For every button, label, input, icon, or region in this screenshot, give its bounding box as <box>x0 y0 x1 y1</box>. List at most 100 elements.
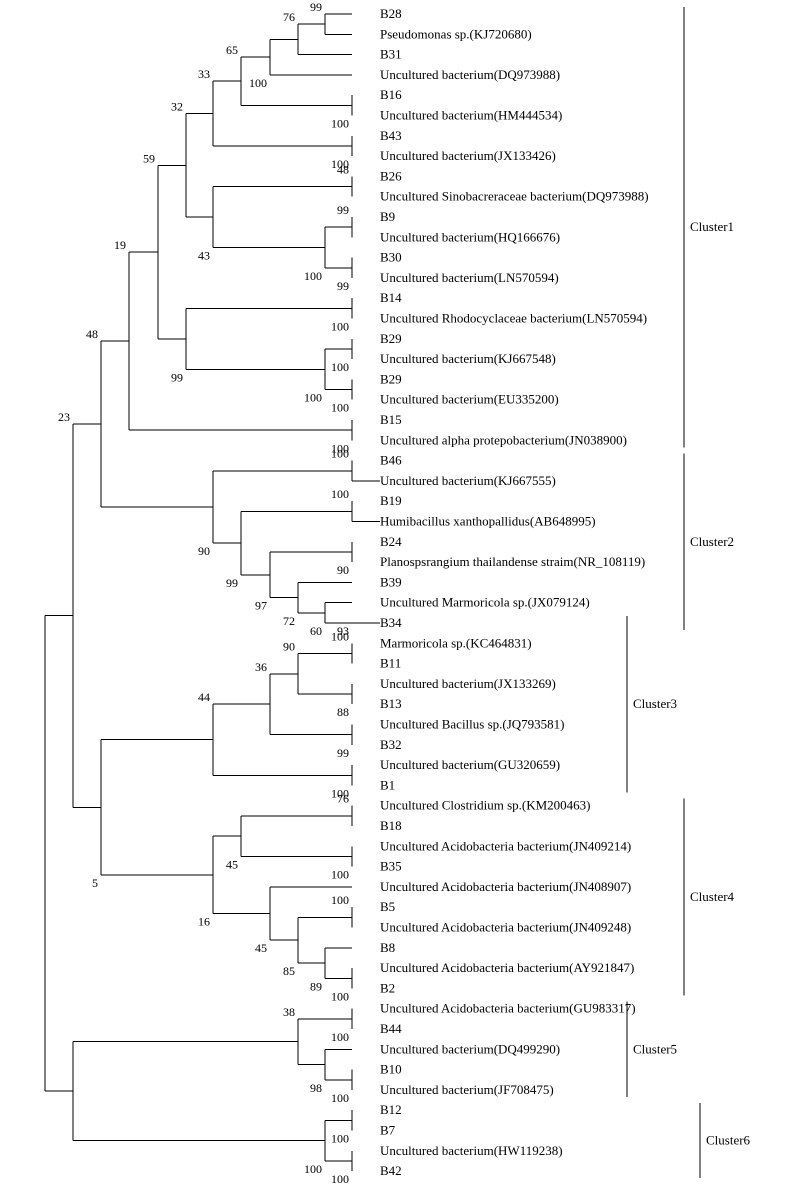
leaf-label: B26 <box>380 168 402 183</box>
bootstrap-value: 76 <box>283 10 295 24</box>
leaf-label: B42 <box>380 1163 402 1178</box>
leaf-label: Uncultured bacterium(KJ667548) <box>380 351 556 366</box>
cluster-label: Cluster3 <box>633 696 677 711</box>
leaf-label: Uncultured bacterium(JX133269) <box>380 676 556 691</box>
leaf-label: B19 <box>380 493 402 508</box>
bootstrap-value: 99 <box>310 0 322 14</box>
bootstrap-value: 100 <box>331 401 349 415</box>
bootstrap-value: 60 <box>310 624 322 638</box>
leaf-label: B1 <box>380 777 395 792</box>
leaf-label: B46 <box>380 453 402 468</box>
leaf-label: Uncultured Marmoricola sp.(JX079124) <box>380 595 590 610</box>
bootstrap-value: 45 <box>226 857 238 871</box>
bootstrap-value: 100 <box>331 1132 349 1146</box>
leaf-label: Uncultured Verrucomicrobiaceae bacterium… <box>380 1183 667 1185</box>
bootstrap-value: 100 <box>331 447 349 461</box>
bootstrap-value: 99 <box>337 203 349 217</box>
leaf-label: Uncultured Acidobacteria bacterium(GU983… <box>380 1001 636 1016</box>
bootstrap-value: 100 <box>331 320 349 334</box>
bootstrap-value: 100 <box>331 360 349 374</box>
leaf-label: Uncultured bacterium(HM444534) <box>380 108 562 123</box>
leaf-label: Marmoricola sp.(KC464831) <box>380 635 532 650</box>
leaf-label: Uncultured bacterium(JX133426) <box>380 148 556 163</box>
bootstrap-value: 23 <box>58 410 70 424</box>
bootstrap-value: 65 <box>226 43 238 57</box>
bootstrap-value: 43 <box>198 248 210 262</box>
leaf-label: Uncultured Acidobacteria bacterium(JN409… <box>380 838 631 853</box>
leaf-label: B12 <box>380 1102 402 1117</box>
leaf-label: B16 <box>380 87 402 102</box>
bootstrap-value: 100 <box>331 487 349 501</box>
leaf-label: B24 <box>380 534 402 549</box>
leaf-label: Uncultured Clostridium sp.(KM200463) <box>380 798 591 813</box>
bootstrap-value: 19 <box>114 238 126 252</box>
cluster-label: Cluster5 <box>633 1041 677 1056</box>
cluster-label: Cluster2 <box>690 534 734 549</box>
bootstrap-value: 100 <box>331 893 349 907</box>
leaf-label: Uncultured bacterium(DQ499290) <box>380 1041 560 1056</box>
bootstrap-value: 76 <box>337 792 349 806</box>
cluster-annotations: Cluster1Cluster2Cluster3Cluster4Cluster5… <box>626 7 751 1179</box>
leaf-label: B8 <box>380 940 395 955</box>
bootstrap-value: 100 <box>331 1091 349 1105</box>
leaf-label: Uncultured Acidobacteria bacterium(JN409… <box>380 920 631 935</box>
leaf-label: Uncultured bacterium(DQ973988) <box>380 67 560 82</box>
bootstrap-value: 89 <box>310 979 322 993</box>
leaf-label: Uncultured bacterium(LN570594) <box>380 270 559 285</box>
leaf-label: Uncultured bacterium(JF708475) <box>380 1082 554 1097</box>
leaf-label: B18 <box>380 818 402 833</box>
leaf-label: Uncultured Bacillus sp.(JQ793581) <box>380 717 565 732</box>
leaf-label: B7 <box>380 1123 396 1138</box>
bootstrap-value: 98 <box>310 1081 322 1095</box>
cluster-label: Cluster1 <box>690 219 734 234</box>
bootstrap-value: 100 <box>331 786 349 800</box>
bootstrap-value: 99 <box>171 370 183 384</box>
leaf-label: Uncultured bacterium(HQ166676) <box>380 229 560 244</box>
bootstrap-value: 100 <box>331 989 349 1003</box>
bootstrap-value: 100 <box>331 117 349 131</box>
bootstrap-value: 85 <box>283 964 295 978</box>
bootstrap-value: 100 <box>304 269 322 283</box>
leaf-label: Planospsrangium thailandense straim(NR_1… <box>380 554 645 569</box>
leaf-label: B14 <box>380 290 402 305</box>
leaf-label: Uncultured Acidobacteria bacterium(AY921… <box>380 960 634 975</box>
bootstrap-labels: 9976100100651003348999910043321001001001… <box>58 0 349 1185</box>
bootstrap-value: 99 <box>337 746 349 760</box>
leaf-label: B32 <box>380 737 402 752</box>
leaf-label: Uncultured Acidobacteria bacterium(JN408… <box>380 879 631 894</box>
leaf-label: Uncultured bacterium(EU335200) <box>380 392 559 407</box>
bootstrap-value: 100 <box>304 391 322 405</box>
cluster-label: Cluster4 <box>690 889 735 904</box>
leaf-label: B9 <box>380 209 395 224</box>
bootstrap-value: 90 <box>198 544 210 558</box>
leaf-label: Uncultured Rhodocyclaceae bacterium(LN57… <box>380 311 647 326</box>
bootstrap-value: 48 <box>86 327 98 341</box>
leaf-label: B34 <box>380 615 402 630</box>
bootstrap-value: 44 <box>198 690 210 704</box>
bootstrap-value: 100 <box>331 868 349 882</box>
leaf-label: B29 <box>380 371 402 386</box>
bootstrap-value: 45 <box>255 941 267 955</box>
leaf-label: Uncultured bacterium(KJ667555) <box>380 473 556 488</box>
leaf-label: Uncultured alpha protepobacterium(JN0389… <box>380 432 627 447</box>
leaf-label: B35 <box>380 859 402 874</box>
leaf-label: Uncultured bacterium(HW119238) <box>380 1143 563 1158</box>
leaf-label: B13 <box>380 696 402 711</box>
leaf-label: B29 <box>380 331 402 346</box>
bootstrap-value: 100 <box>304 1162 322 1176</box>
leaf-label: B44 <box>380 1021 402 1036</box>
bootstrap-value: 59 <box>143 151 155 165</box>
bootstrap-value: 99 <box>337 279 349 293</box>
leaf-label: B31 <box>380 47 402 62</box>
bootstrap-value: 100 <box>331 441 349 455</box>
leaf-label: B39 <box>380 574 402 589</box>
bootstrap-value: 90 <box>283 639 295 653</box>
bootstrap-value: 5 <box>92 876 98 890</box>
bootstrap-value: 33 <box>198 67 210 81</box>
bootstrap-value: 72 <box>283 614 295 628</box>
leaf-label: B30 <box>380 250 402 265</box>
tree-branches <box>44 13 380 1172</box>
bootstrap-value: 36 <box>255 660 267 674</box>
